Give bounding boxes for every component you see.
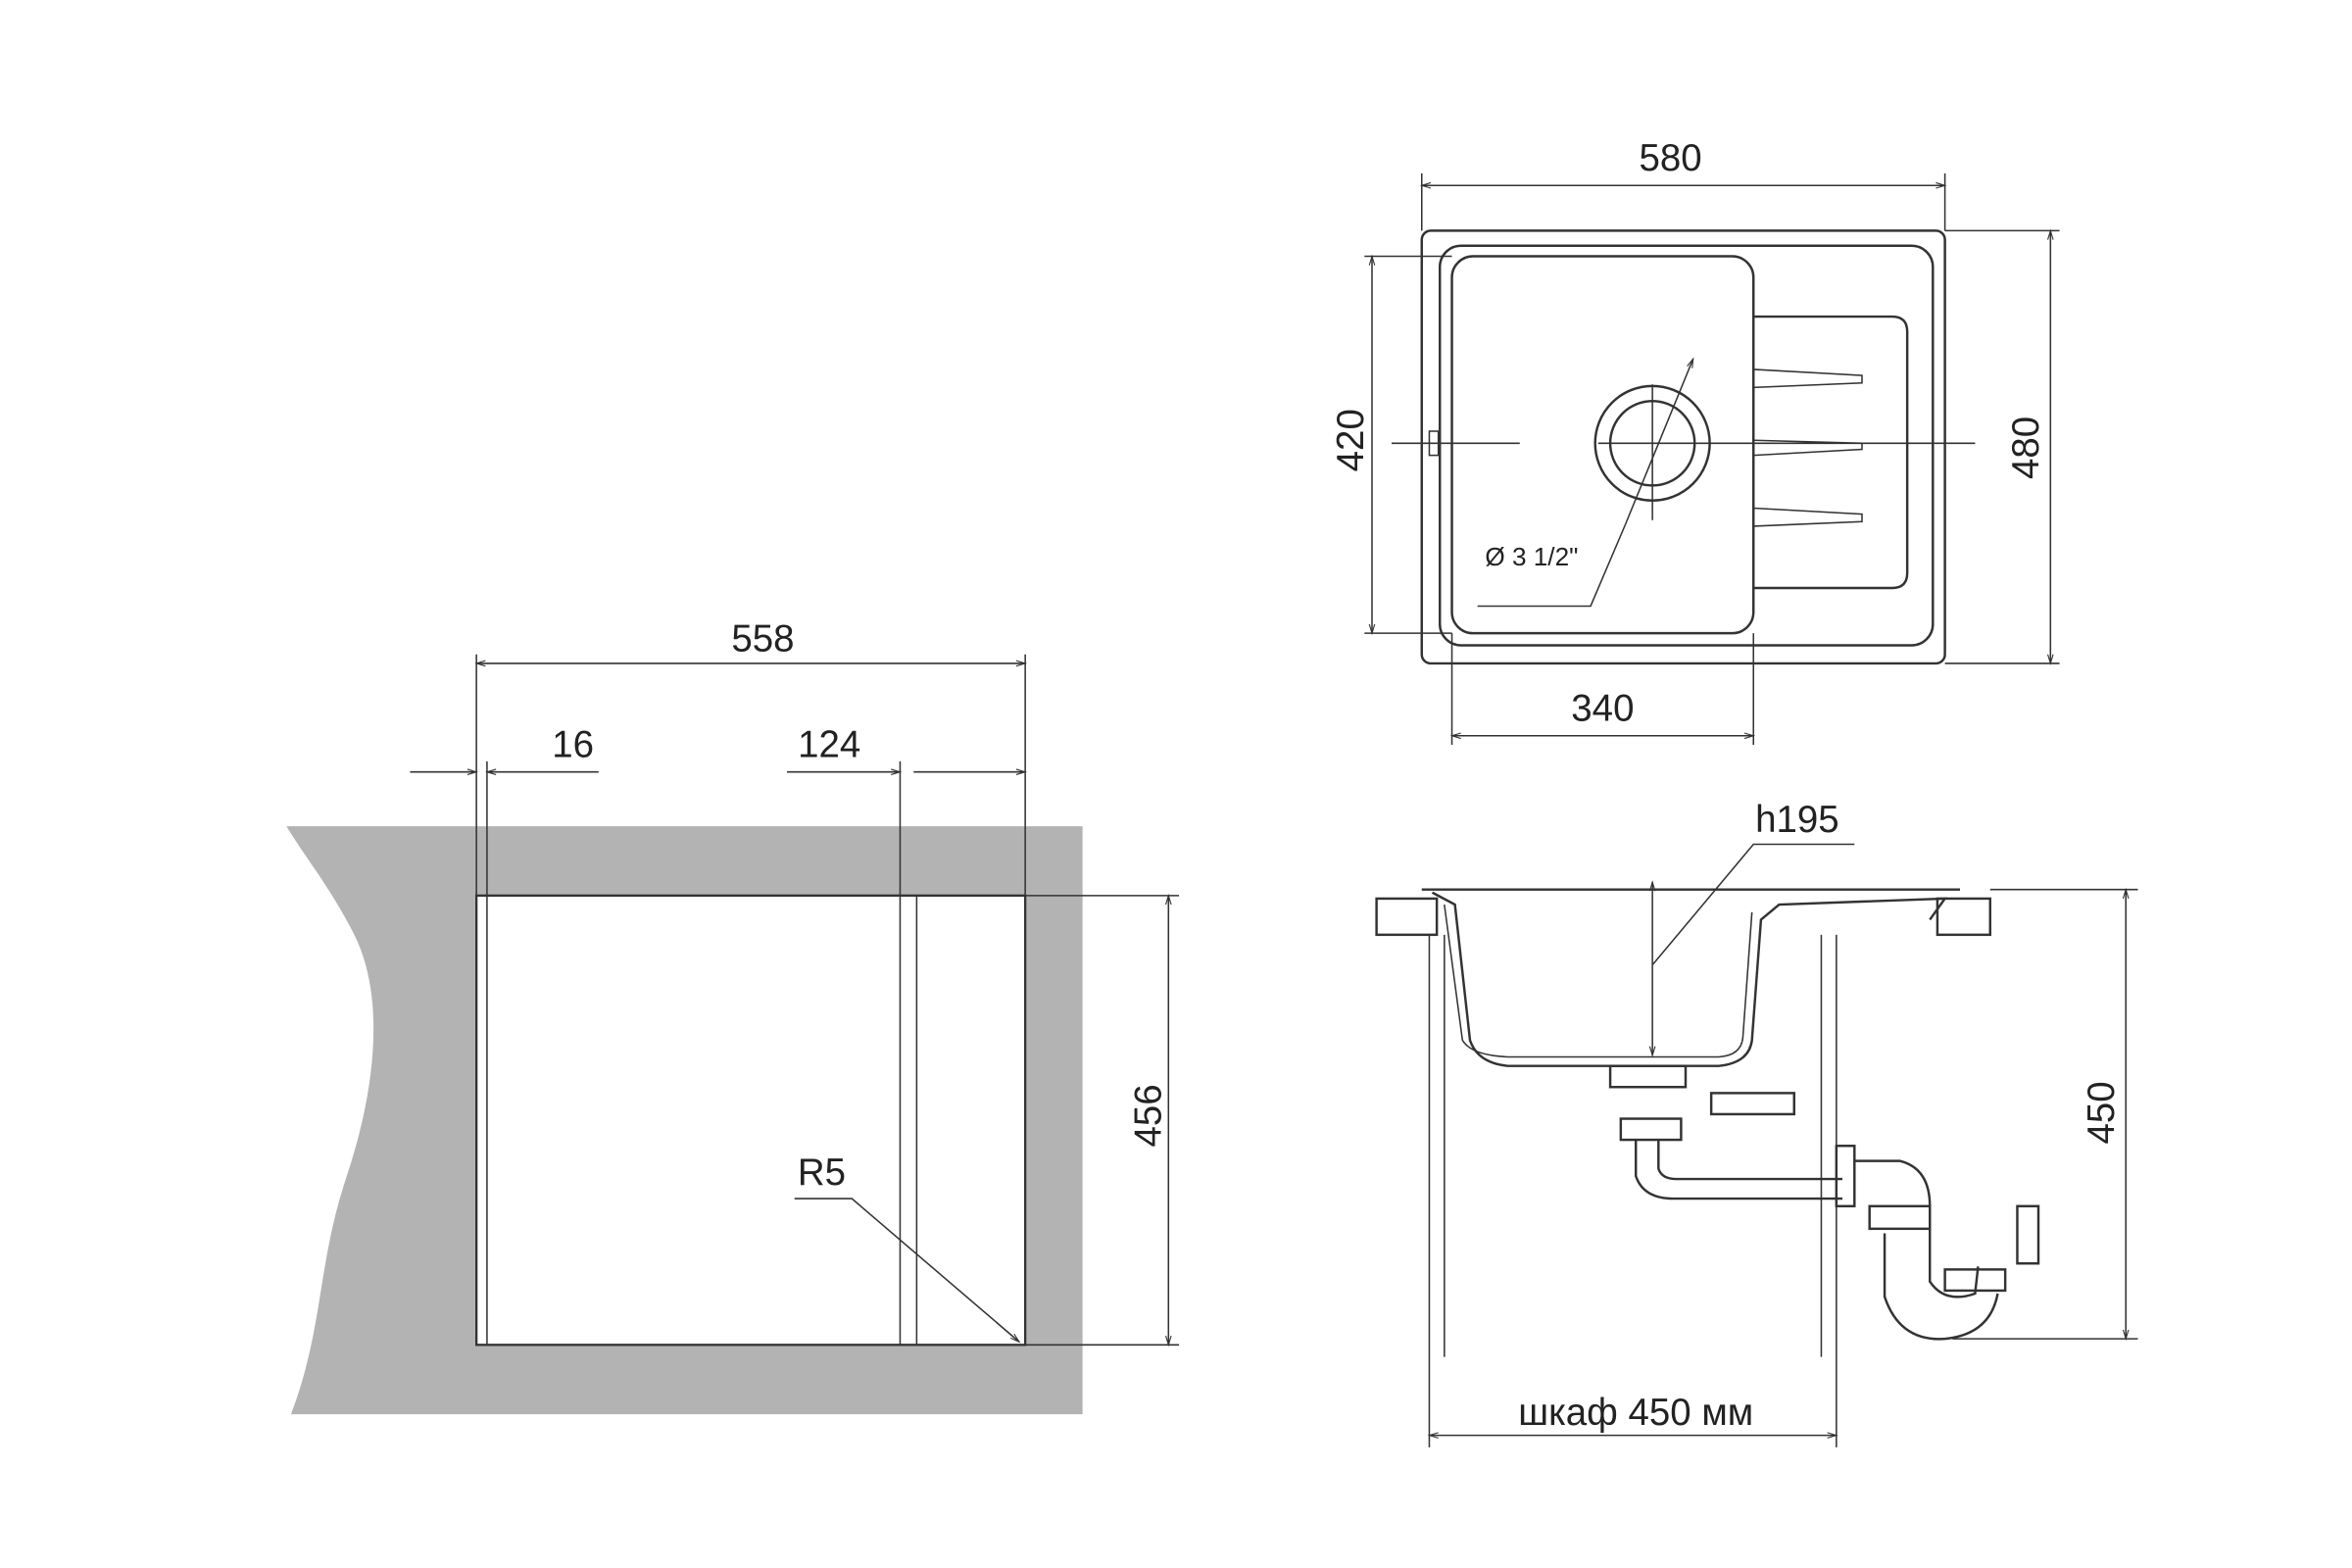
dim-h195: h195 [1755,799,1839,841]
dim-340: 340 [1571,687,1634,729]
dim-cabinet: шкаф 450 мм [1518,1392,1753,1434]
cutout-opening [475,894,1027,1347]
dim-456: 456 [1128,1084,1170,1147]
top-view: Ø 3 1/2" 580 480 420 340 [1330,137,2060,745]
side-view: h195 450 шкаф 450 мм [1375,799,2138,1447]
dim-580: 580 [1640,137,1702,179]
drainer-ribs [1753,368,1863,527]
dim-420: 420 [1330,409,1372,471]
dim-16: 16 [552,723,594,765]
dim-r5: R5 [798,1152,846,1194]
dim-480: 480 [2005,416,2047,479]
dim-450: 450 [2081,1081,2123,1144]
drain-diameter-label: Ø 3 1/2" [1485,542,1578,571]
dim-558: 558 [731,618,794,661]
dim-124: 124 [798,723,860,765]
cutout-view: 558 16 124 456 R5 [286,618,1180,1415]
